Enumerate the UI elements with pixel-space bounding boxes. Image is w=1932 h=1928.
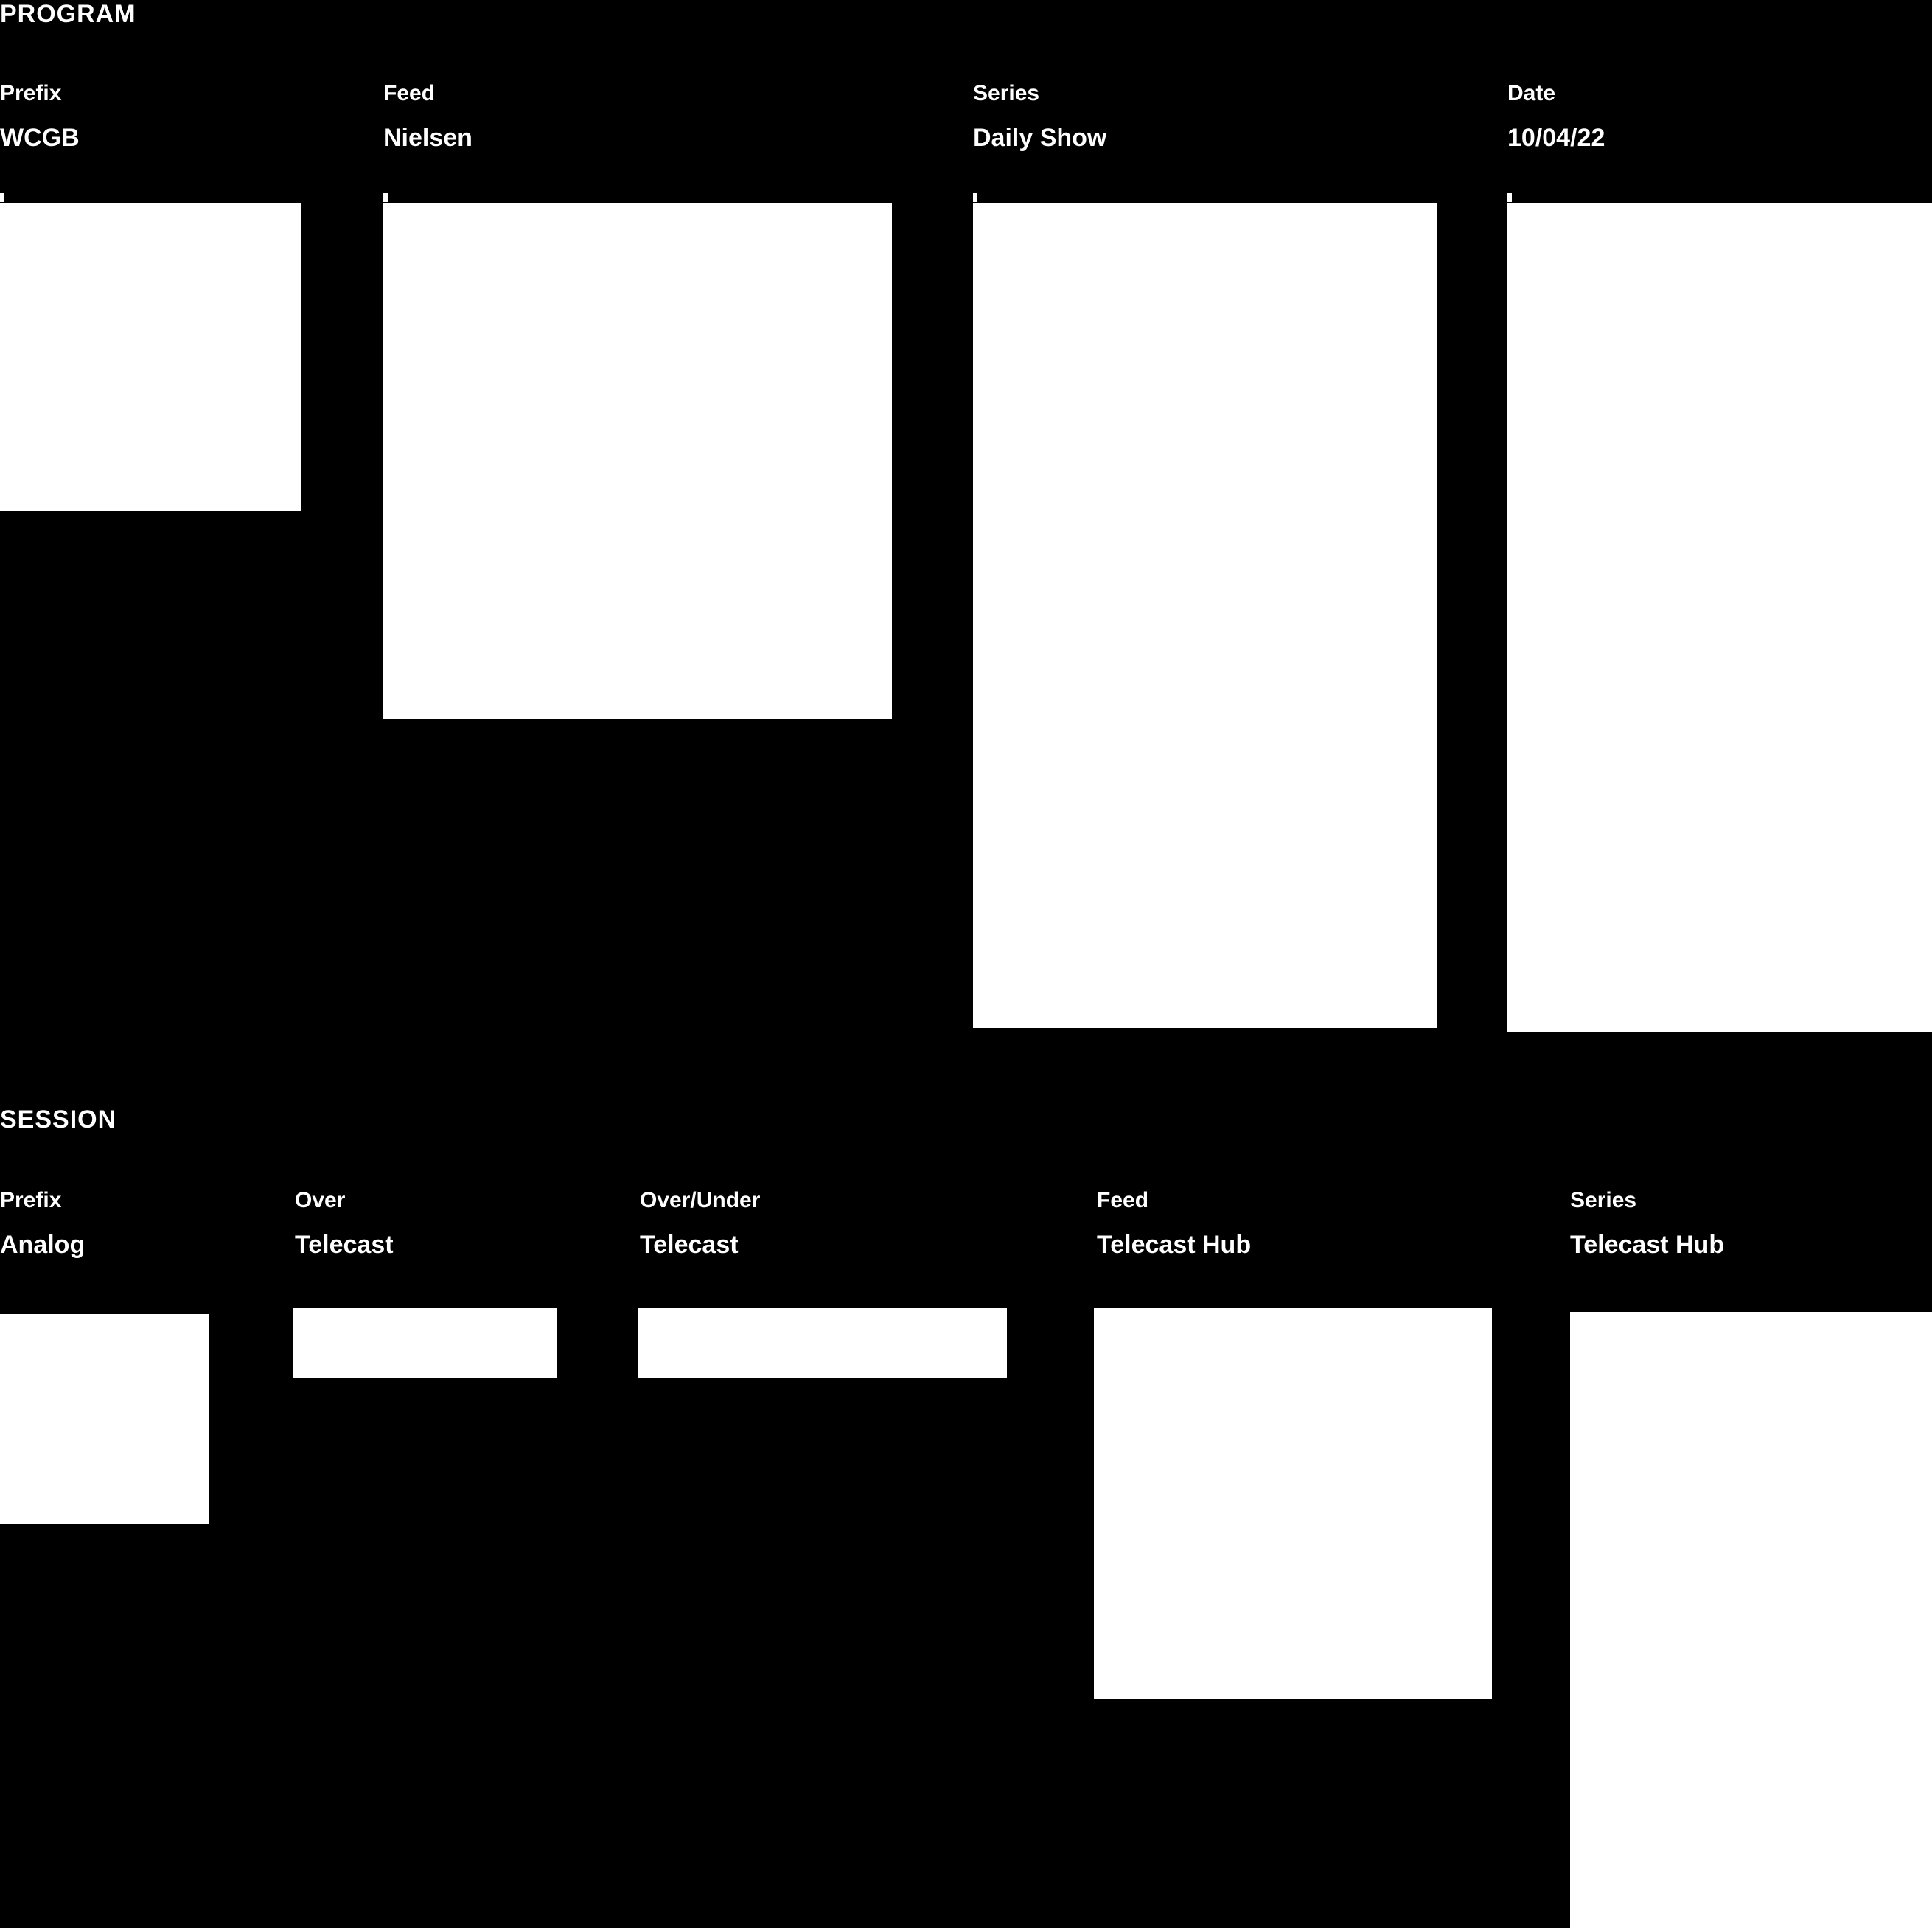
panel-session-prefix[interactable] — [0, 1314, 209, 1524]
field-value-program-series: Daily Show — [973, 124, 1107, 152]
panel-session-overunder[interactable] — [638, 1308, 1007, 1378]
panel-session-over[interactable] — [293, 1308, 557, 1378]
field-label-program-prefix: Prefix — [0, 81, 62, 105]
panel-program-series[interactable] — [973, 203, 1437, 1028]
field-value-session-prefix: Analog — [0, 1231, 86, 1259]
field-label-program-date: Date — [1507, 81, 1556, 105]
panel-session-series[interactable] — [1570, 1312, 1932, 1928]
field-label-session-overunder: Over/Under — [640, 1188, 761, 1212]
panel-tick-program-3 — [973, 193, 977, 202]
field-label-session-over: Over — [295, 1188, 346, 1212]
field-value-program-date: 10/04/22 — [1507, 124, 1605, 152]
section-title-session: SESSION — [0, 1106, 117, 1134]
field-label-program-feed: Feed — [383, 81, 436, 105]
panel-tick-program-2 — [383, 193, 388, 202]
section-title-program: PROGRAM — [0, 0, 136, 28]
field-label-program-series: Series — [973, 81, 1040, 105]
panel-program-date[interactable] — [1507, 203, 1932, 1032]
field-label-session-prefix: Prefix — [0, 1188, 62, 1212]
field-value-session-series: Telecast Hub — [1570, 1231, 1725, 1259]
panel-session-feed[interactable] — [1094, 1308, 1492, 1699]
panel-program-feed[interactable] — [383, 203, 892, 719]
field-label-session-feed: Feed — [1097, 1188, 1149, 1212]
field-value-session-overunder: Telecast — [640, 1231, 739, 1259]
panel-tick-program-4 — [1507, 193, 1512, 202]
field-value-session-over: Telecast — [295, 1231, 394, 1259]
panel-tick-program-1 — [0, 193, 4, 202]
field-value-session-feed: Telecast Hub — [1097, 1231, 1252, 1259]
field-value-program-prefix: WCGB — [0, 124, 80, 152]
field-label-session-series: Series — [1570, 1188, 1637, 1212]
field-value-program-feed: Nielsen — [383, 124, 472, 152]
panel-program-prefix[interactable] — [0, 203, 301, 511]
